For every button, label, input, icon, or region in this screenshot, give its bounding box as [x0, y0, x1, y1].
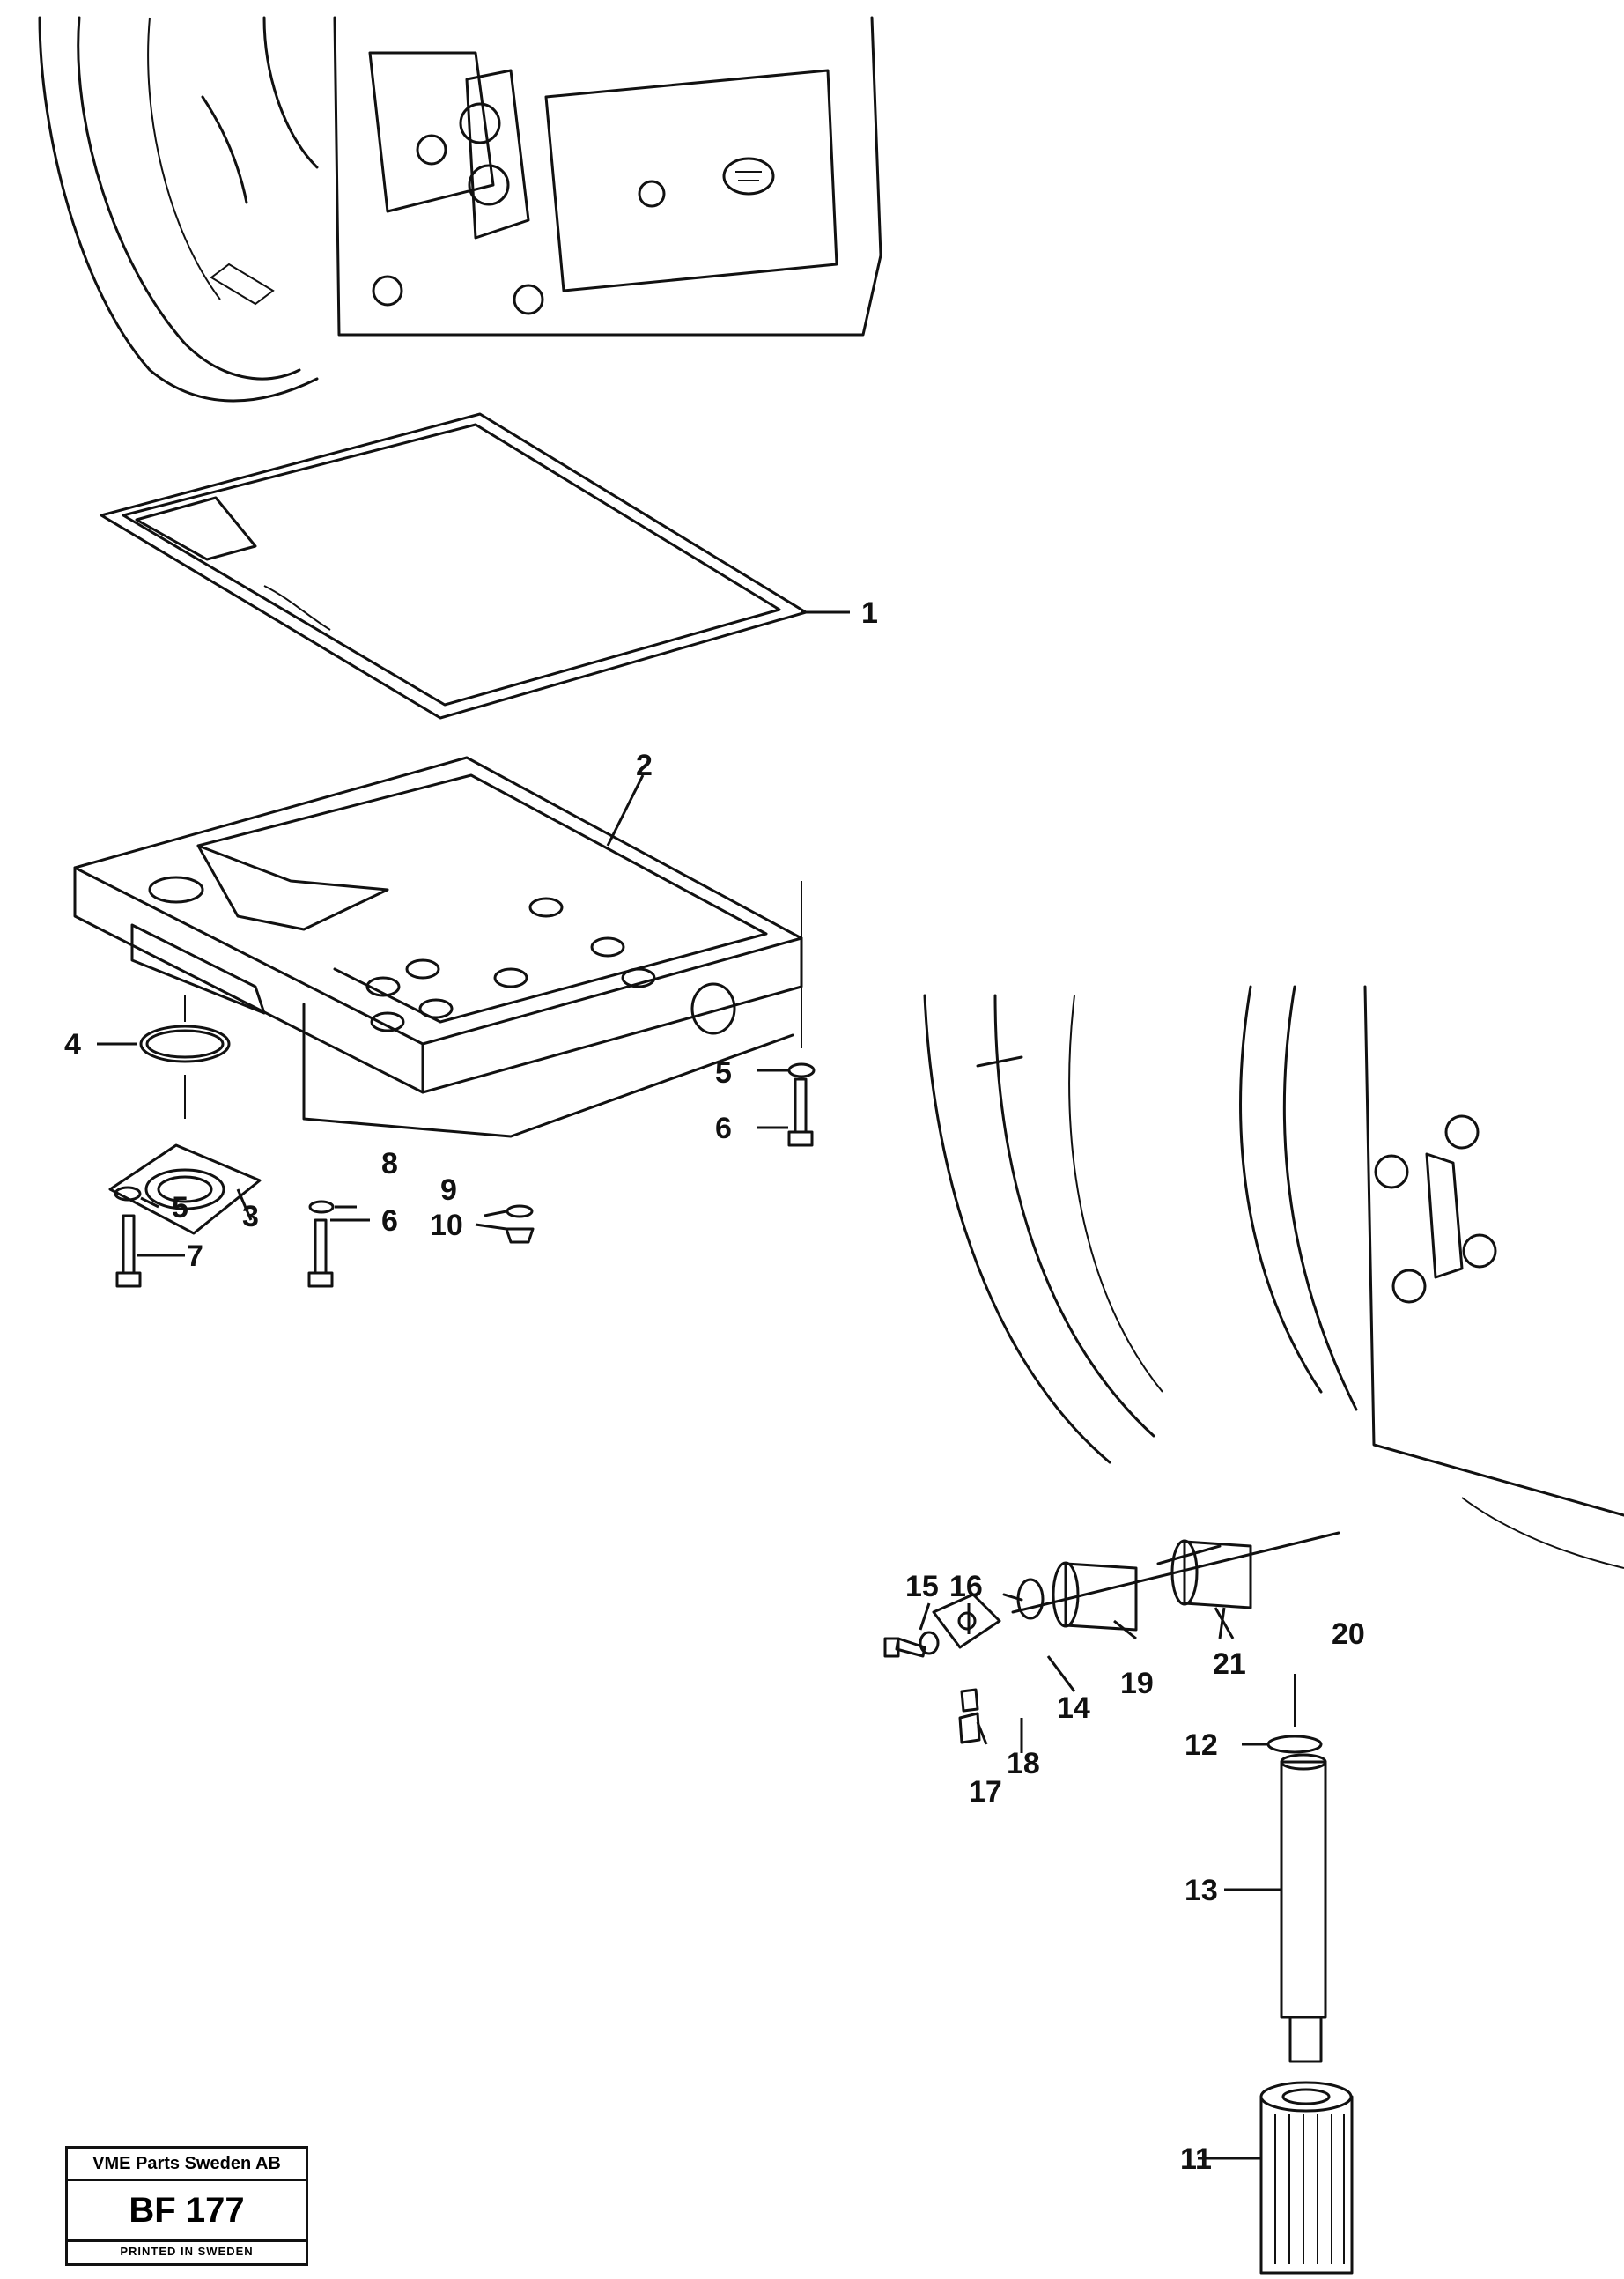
part-10-plug — [505, 1227, 535, 1244]
sump-fasteners — [307, 881, 816, 1288]
callout-5-left: 5 — [172, 1191, 188, 1225]
part-16-washer — [919, 1631, 940, 1655]
callout-19: 19 — [1120, 1667, 1154, 1700]
part-5-washer-left — [114, 1186, 142, 1202]
callout-10: 10 — [430, 1209, 463, 1242]
part-17-bolt — [958, 1712, 981, 1744]
filter-housing-assembly — [883, 1531, 1340, 1744]
stamp-drawing-code: BF 177 — [129, 2191, 245, 2230]
part-9-washer — [506, 1204, 534, 1218]
callout-labels: 1 2 3 4 5 5 6 6 7 8 9 10 11 12 13 14 15 … — [64, 596, 1365, 2176]
part-5-washer-right — [787, 1062, 816, 1078]
cover-plate-assembly — [108, 995, 262, 1288]
part-12-o-ring — [1266, 1735, 1323, 1754]
callout-18: 18 — [1007, 1747, 1040, 1780]
sump-bosses — [365, 897, 656, 1032]
part-7-bolt — [122, 1214, 136, 1275]
part-3-cover — [108, 1143, 262, 1235]
stamp-company: VME Parts Sweden AB — [68, 2149, 306, 2181]
callout-11: 11 — [1180, 2142, 1212, 2176]
part-13-pipe — [1280, 1760, 1327, 2019]
callout-8: 8 — [381, 1147, 398, 1180]
callout-4: 4 — [64, 1028, 81, 1062]
suction-pipe-and-filter — [1259, 1674, 1354, 2275]
part-18-washer — [960, 1688, 979, 1713]
part-1-gasket — [100, 412, 808, 720]
part-4-o-ring — [139, 1025, 231, 1063]
callout-21: 21 — [1213, 1647, 1246, 1681]
callout-12: 12 — [1185, 1728, 1218, 1762]
part-14-flange — [932, 1593, 1001, 1649]
part-8-washer — [308, 1200, 335, 1214]
stamp-printed-note: PRINTED IN SWEDEN — [68, 2239, 306, 2263]
callout-2: 2 — [636, 749, 653, 782]
callout-13: 13 — [1185, 1874, 1218, 1907]
callout-15: 15 — [905, 1570, 939, 1603]
callout-6-right: 6 — [715, 1112, 732, 1145]
callout-leaders — [97, 610, 1281, 2160]
callout-5-right: 5 — [715, 1056, 732, 1090]
part-11-filter — [1259, 2095, 1354, 2275]
callout-17: 17 — [969, 1775, 1002, 1809]
part-6-bolt-mid — [314, 1218, 328, 1275]
callout-9: 9 — [440, 1173, 457, 1207]
part-6-bolt-right — [794, 1077, 808, 1134]
callout-6-mid: 6 — [381, 1204, 398, 1238]
callout-3: 3 — [242, 1200, 259, 1233]
title-stamp: VME Parts Sweden AB BF 177 PRINTED IN SW… — [65, 2146, 308, 2266]
transmission-housing-top — [38, 16, 882, 403]
part-20-sleeve — [1183, 1540, 1252, 1609]
callout-16: 16 — [949, 1570, 983, 1603]
part-21-sleeve — [1064, 1562, 1138, 1632]
callout-20: 20 — [1332, 1617, 1365, 1651]
transmission-housing-right — [923, 985, 1624, 1569]
callout-7: 7 — [187, 1239, 203, 1273]
callout-1: 1 — [861, 596, 878, 630]
part-2-oil-sump — [73, 756, 803, 1138]
callout-14: 14 — [1057, 1691, 1090, 1725]
